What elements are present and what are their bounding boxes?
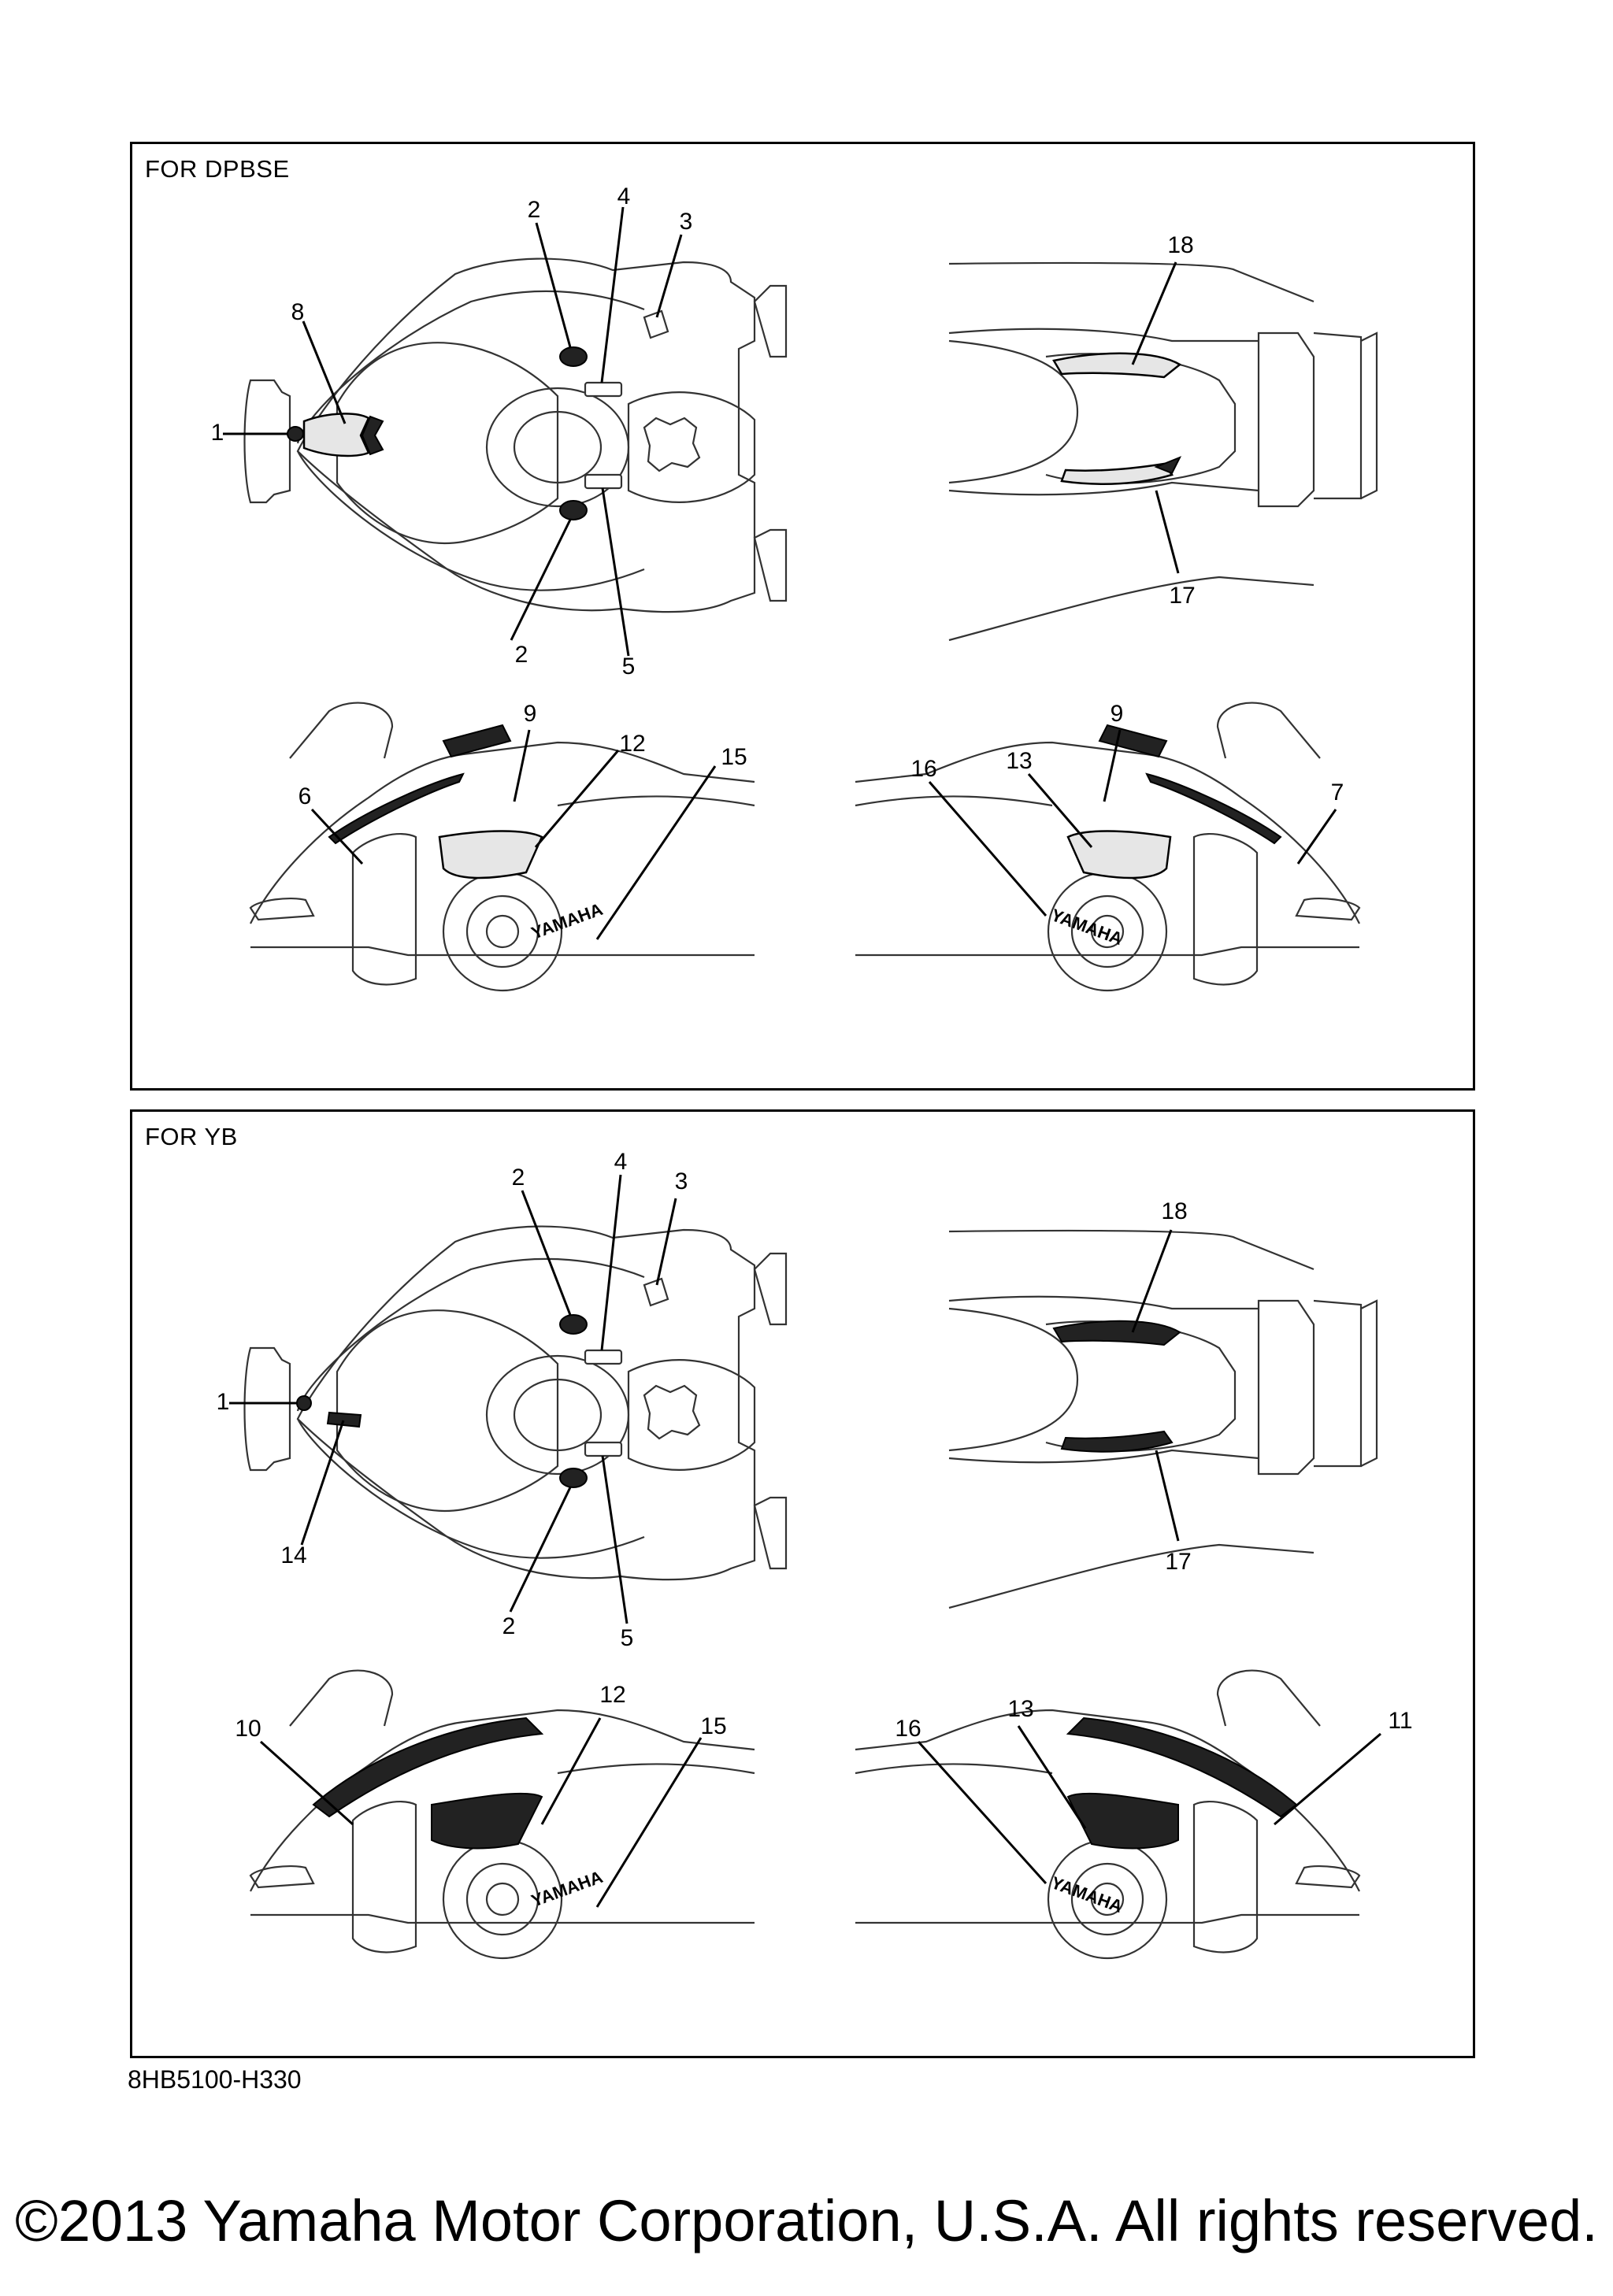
callout-2: 2: [502, 1613, 516, 1639]
callout-6: 6: [298, 783, 312, 809]
callout-2: 2: [528, 197, 541, 223]
callout-13: 13: [1006, 748, 1032, 774]
copyright-notice: ©2013 Yamaha Motor Corporation, U.S.A. A…: [15, 2188, 1598, 2253]
callout-7: 7: [1331, 780, 1344, 805]
callout-15: 15: [700, 1713, 726, 1739]
callout-5: 5: [622, 654, 636, 680]
callout-13: 13: [1007, 1696, 1033, 1722]
callout-3: 3: [680, 209, 693, 235]
left-side-view-drawing: YAMAHA: [249, 702, 755, 992]
snowmobile-decal-diagram: YAMAHA YAMAHA: [211, 183, 1378, 992]
top-view-drawing: [243, 1225, 788, 1581]
callout-8: 8: [291, 299, 305, 325]
callout-10: 10: [235, 1716, 261, 1742]
panel-for-dpbse: FOR DPBSE: [130, 142, 1475, 1091]
callout-5: 5: [621, 1625, 634, 1651]
callout-9: 9: [1111, 701, 1124, 727]
callout-16: 16: [895, 1716, 921, 1742]
yamaha-logo-decal: YAMAHA: [528, 1867, 605, 1911]
leader-lines: [223, 206, 1337, 940]
yamaha-logo-decal: YAMAHA: [1048, 905, 1125, 949]
callout-2: 2: [515, 642, 528, 668]
callout-14: 14: [280, 1542, 306, 1568]
callout-9: 9: [524, 701, 537, 727]
yamaha-logo-decal: YAMAHA: [528, 899, 605, 943]
callout-17: 17: [1169, 583, 1195, 609]
right-side-view-drawing: [855, 702, 1361, 992]
panel-for-yb: FOR YB: [130, 1109, 1475, 2058]
callout-18: 18: [1167, 232, 1193, 258]
yamaha-logo-decal: YAMAHA: [1048, 1872, 1125, 1916]
panel-label: FOR DPBSE: [145, 155, 290, 183]
callout-4: 4: [617, 183, 631, 209]
callout-1: 1: [211, 420, 224, 446]
rear-view-drawing: [948, 1229, 1378, 1609]
callout-18: 18: [1161, 1198, 1187, 1224]
right-side-view-drawing: [855, 1669, 1361, 1960]
snowmobile-decal-diagram: YAMAHA YAMAHA: [217, 1149, 1413, 1960]
callout-16: 16: [910, 756, 936, 782]
callout-11: 11: [1388, 1708, 1412, 1734]
callout-15: 15: [721, 744, 747, 770]
callout-17: 17: [1165, 1549, 1191, 1575]
leader-lines: [229, 1174, 1381, 1908]
panel-label: FOR YB: [145, 1123, 238, 1150]
callout-2: 2: [512, 1165, 525, 1191]
diagram-code: 8HB5100-H330: [128, 2065, 302, 2094]
callout-3: 3: [675, 1168, 688, 1194]
callout-12: 12: [619, 731, 645, 757]
left-side-view-drawing: YAMAHA: [249, 1669, 755, 1960]
callout-4: 4: [614, 1149, 628, 1175]
top-view-drawing: [243, 257, 788, 613]
callout-12: 12: [599, 1682, 625, 1708]
rear-view-drawing: [948, 261, 1378, 642]
callout-1: 1: [217, 1389, 230, 1415]
